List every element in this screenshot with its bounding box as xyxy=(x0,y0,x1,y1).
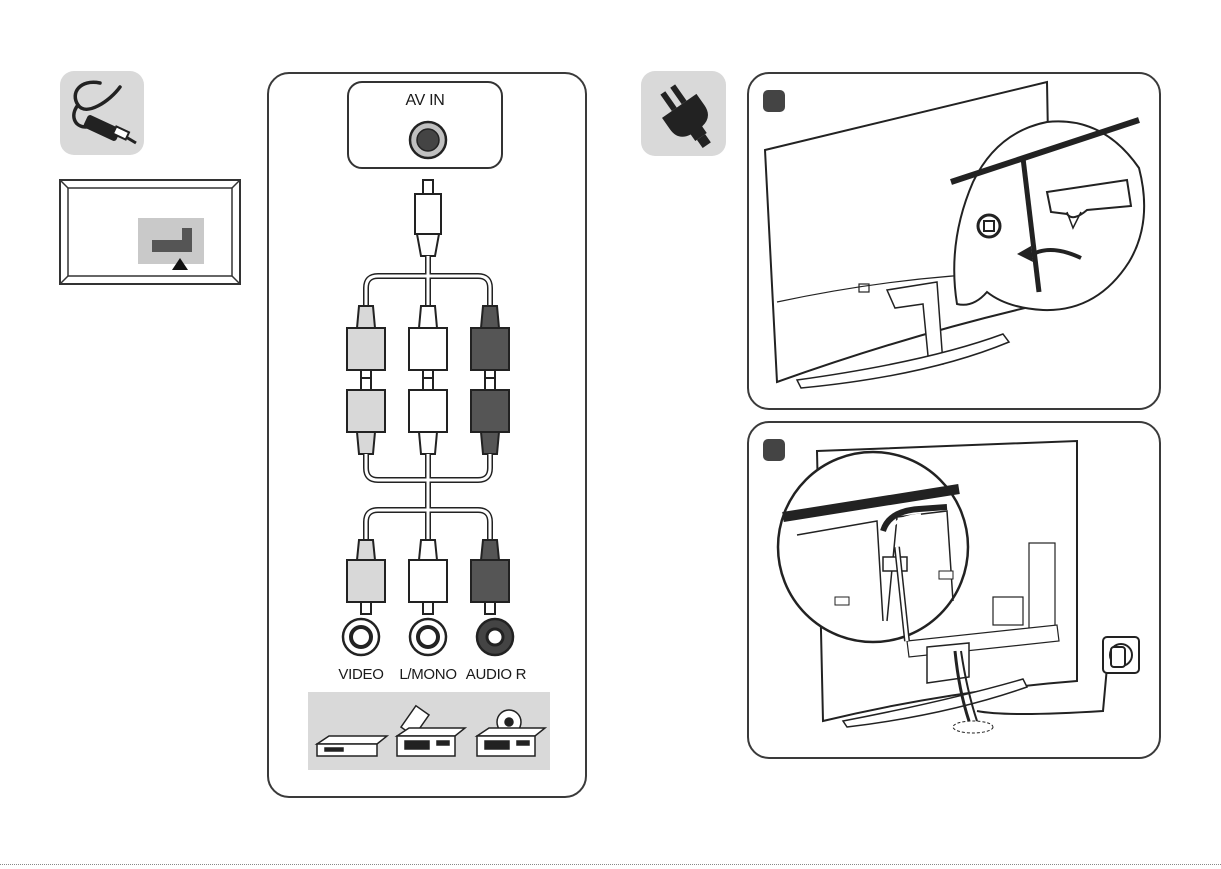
power-icon-tile xyxy=(641,71,726,156)
tv-rear-panel-icon xyxy=(58,178,242,286)
middle-plug-row xyxy=(347,378,509,454)
step-2-badge xyxy=(763,439,785,461)
bottom-plug-row xyxy=(347,540,509,614)
rca-cable-icon xyxy=(60,71,144,155)
step-1-illustration xyxy=(747,72,1161,410)
video-label: VIDEO xyxy=(326,666,396,683)
page-bottom-border xyxy=(0,864,1221,865)
set-top-box-icon xyxy=(317,736,387,756)
step-2-illustration xyxy=(747,421,1161,759)
av-in-label: AV IN xyxy=(348,92,502,110)
l-mono-label: L/MONO xyxy=(393,666,463,683)
av-connection-diagram xyxy=(267,72,587,798)
step-1-badge xyxy=(763,90,785,112)
audio-r-label: AUDIO R xyxy=(456,666,536,683)
power-plug-icon xyxy=(641,71,726,156)
upper-plug-row xyxy=(347,306,509,382)
device-jacks xyxy=(343,619,513,655)
cable-icon-tile xyxy=(60,71,144,155)
combined-plug xyxy=(415,180,441,256)
